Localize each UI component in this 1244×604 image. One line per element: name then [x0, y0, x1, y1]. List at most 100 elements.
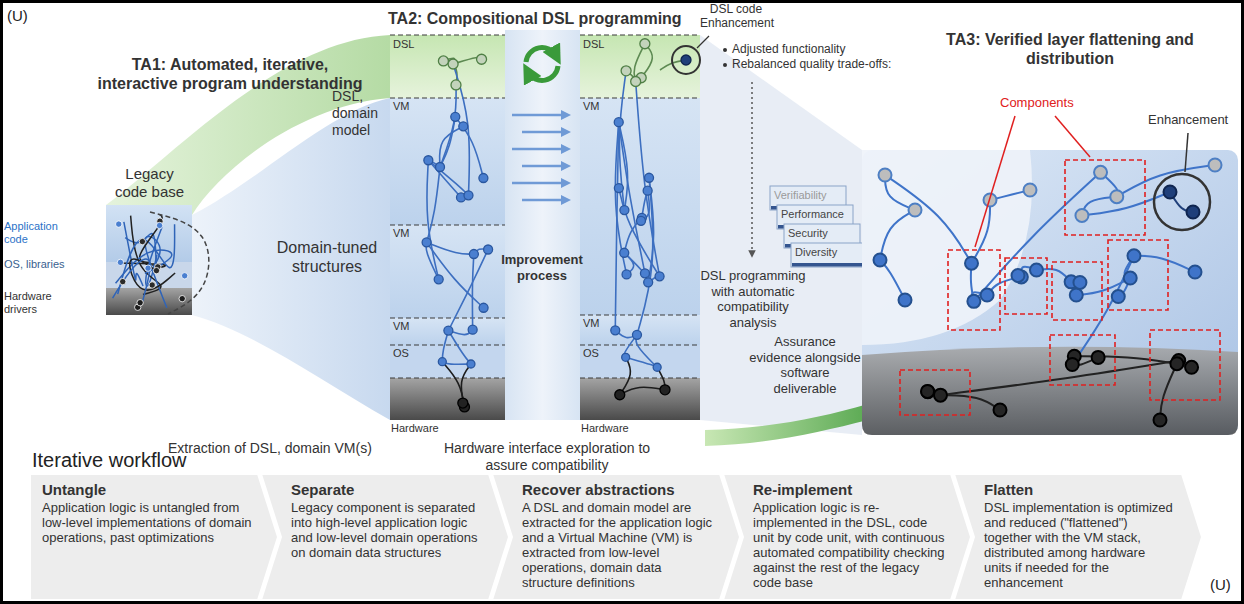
graph-node: [469, 250, 478, 259]
layer-label: Hardware: [581, 422, 629, 435]
program-title: TA1: Automated, iterative, interactive p…: [95, 55, 365, 93]
graph-node: [422, 238, 431, 247]
code-unit: [139, 238, 145, 244]
graph-node: [451, 112, 460, 121]
graph-node: [620, 206, 629, 215]
graph-link: [1160, 364, 1177, 420]
graph-link: [620, 357, 631, 394]
workflow-step: Recover abstractionsA DSL and domain mod…: [492, 474, 740, 600]
graph-node: [921, 385, 934, 398]
graph-node: [620, 248, 629, 257]
graph-node: [640, 269, 649, 278]
code-unit: [181, 273, 187, 279]
code-unit: [179, 295, 185, 301]
improvement-step-arrow: [512, 114, 566, 117]
graph-link: [428, 160, 461, 197]
graph-node: [464, 191, 473, 200]
code-unit: [116, 221, 122, 227]
step-text: Re-implementApplication logic is re-impl…: [723, 474, 971, 596]
graph-link: [1134, 256, 1195, 272]
graph-node: [965, 257, 978, 270]
graph-node: [622, 353, 630, 361]
graph-link: [636, 81, 660, 276]
layer-band: [390, 225, 505, 318]
step-description: Application logic is re-implemented in t…: [753, 500, 945, 590]
graph-node: [424, 156, 433, 165]
component-box: [1150, 330, 1220, 400]
improvement-step-arrow: [512, 148, 566, 151]
layer-boundary: [390, 344, 505, 345]
layer-band: [390, 35, 505, 98]
enhancement-circle: [672, 46, 700, 74]
graph-link: [636, 335, 657, 367]
step-heading: Re-implement: [753, 481, 945, 499]
graph-node: [438, 56, 448, 66]
graph-node: [643, 186, 652, 195]
layer-boundary: [580, 344, 700, 345]
classification-mark: (U): [7, 7, 28, 25]
graph-node: [434, 275, 443, 284]
assurance-label: Assurance evidence alongside software de…: [748, 334, 862, 396]
stack-links: [615, 44, 665, 395]
system-highlight: [862, 150, 1032, 345]
graph-node: [636, 216, 645, 225]
step-description: Application logic is untangled from low-…: [42, 500, 252, 545]
enhanced-node: [681, 55, 691, 65]
graph-node: [622, 270, 631, 279]
layer-label: DSL: [393, 38, 414, 51]
layer-boundary: [390, 97, 505, 98]
graph-node: [1112, 290, 1125, 303]
step-chevron: [30, 474, 278, 600]
layer-label: OS: [583, 347, 599, 360]
layer-label: VM: [583, 317, 600, 330]
analysis-label: DSL programming with automatic compatibi…: [698, 268, 808, 330]
quality-card-label: Diversity: [795, 246, 837, 259]
component-box: [948, 250, 1000, 330]
system-links: [880, 165, 1215, 420]
graph-node: [1092, 351, 1105, 364]
graph-link: [880, 210, 915, 260]
flattened-system: [862, 150, 1238, 435]
layer-band: [580, 378, 700, 420]
bullet: [723, 48, 727, 52]
graph-node: [448, 59, 458, 69]
stack-links: [426, 57, 488, 409]
graph-node: [468, 325, 477, 334]
bullet: [723, 63, 727, 67]
flattening-wedge: [700, 35, 862, 435]
step-heading: Flatten: [984, 481, 1176, 499]
callout-label: DSL code Enhancement: [700, 2, 772, 31]
layer-stack: [390, 35, 505, 420]
tangled-code: [113, 259, 150, 302]
step-description: Legacy component is separated into high-…: [291, 500, 483, 560]
graph-link: [440, 85, 456, 167]
layer-band: [580, 35, 700, 98]
layer-band: [390, 345, 505, 378]
step-label: Extraction of DSL, domain VM(s): [168, 440, 372, 457]
stack-nodes: [611, 39, 670, 400]
graph-link: [448, 331, 471, 364]
graph-node: [467, 360, 475, 368]
component-box: [1005, 258, 1047, 314]
graph-node: [615, 390, 625, 400]
layer-band: [390, 378, 505, 420]
step-heading: Untangle: [42, 481, 252, 499]
layer-boundary: [390, 317, 505, 318]
layer-label: OS, libraries: [4, 258, 66, 271]
graph-node: [1185, 361, 1198, 374]
graph-node: [1189, 266, 1202, 279]
graph-link: [428, 160, 468, 195]
graph-node: [874, 254, 887, 267]
step-chevron: [954, 474, 1202, 600]
graph-node: [451, 80, 461, 90]
step-label: Hardware interface exploration to assure…: [432, 440, 662, 474]
graph-link: [940, 361, 1178, 396]
graph-node: [459, 122, 468, 131]
improvement-panel: [505, 30, 580, 420]
step-text: Recover abstractionsA DSL and domain mod…: [492, 474, 740, 596]
graph-link: [427, 242, 484, 307]
graph-node: [1094, 166, 1107, 179]
graph-node: [655, 272, 664, 281]
layer-label: DSL: [583, 38, 604, 51]
workflow-step: Re-implementApplication logic is re-impl…: [723, 474, 971, 600]
